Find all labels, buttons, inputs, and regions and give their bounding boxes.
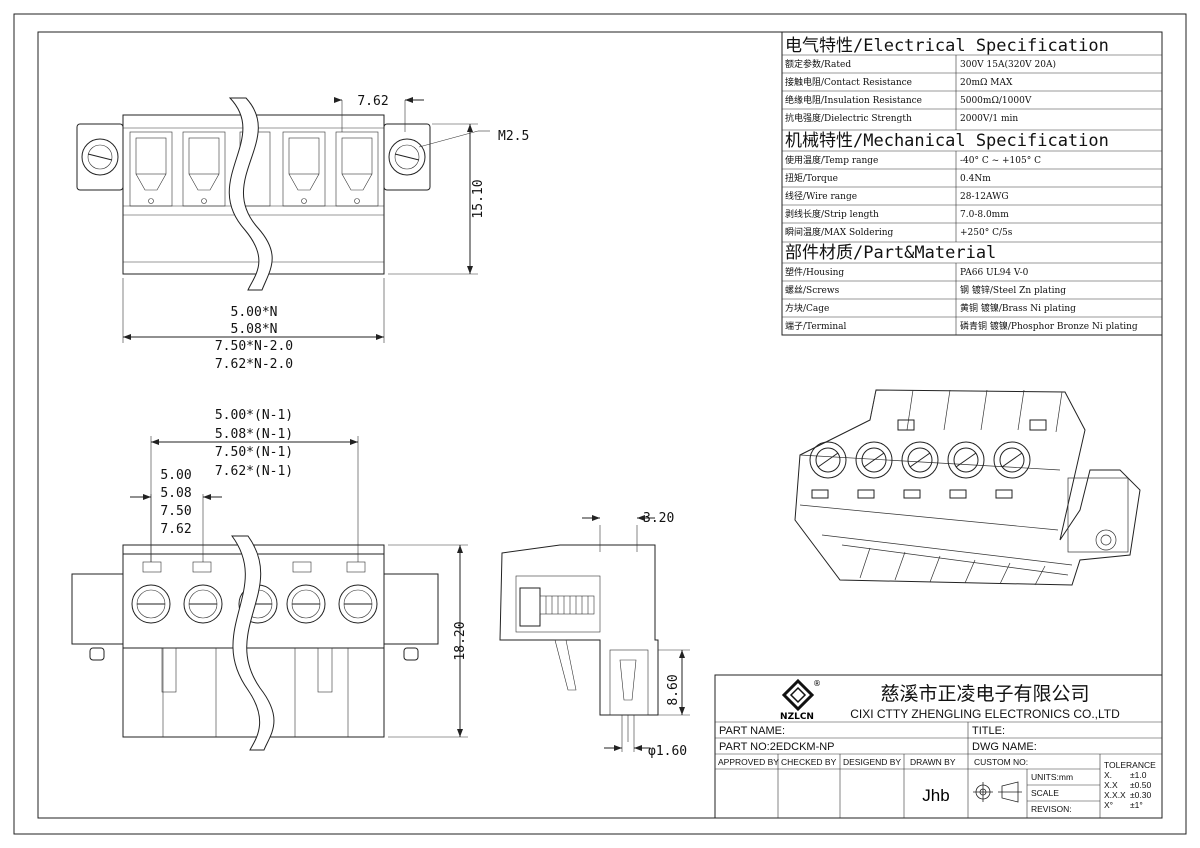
part-no-label: PART NO:2EDCKM-NP <box>719 741 835 753</box>
spec-value: 0.4Nm <box>960 174 991 184</box>
custom-no-label: CUSTOM NO: <box>974 757 1028 767</box>
company-en: CIXI CTTY ZHENGLING ELECTRONICS CO.,LTD <box>850 707 1120 721</box>
dwg-name-label: DWG NAME: <box>972 741 1037 753</box>
tol-value: ±1.0 <box>1130 770 1147 780</box>
spec-label: 接触电阻/Contact Resistance <box>785 76 912 88</box>
spec-value: PA66 UL94 V-0 <box>960 268 1029 278</box>
tol-key: X° <box>1104 800 1113 810</box>
dim-width-4: 7.62*N-2.0 <box>215 357 293 372</box>
spec-value: 2000V/1 min <box>960 114 1018 124</box>
nzlcn-logo: ® NZLCN <box>780 678 821 722</box>
dim-width-2: 5.08*N <box>231 322 278 337</box>
spec-value: 28-12AWG <box>960 192 1009 202</box>
electrical-heading: 电气特性/Electrical Specification <box>785 36 1109 56</box>
checked-by-label: CHECKED BY <box>781 757 837 767</box>
dim-pitch-4: 7.62 <box>160 522 191 537</box>
units-label: UNITS:mm <box>1031 772 1073 782</box>
approved-by-label: APPROVED BY <box>718 757 779 767</box>
spec-label: 扭矩/Torque <box>785 172 838 184</box>
dim-width-3: 7.50*N-2.0 <box>215 339 293 354</box>
spec-value: 300V 15A(320V 20A) <box>960 59 1056 70</box>
logo-text: NZLCN <box>780 712 814 722</box>
projection-symbol <box>973 781 1022 803</box>
dim-side-pin: 8.60 <box>666 674 681 705</box>
spec-label: 剥线长度/Strip length <box>785 208 879 220</box>
tol-value: ±1° <box>1130 800 1143 810</box>
spec-value: +250° C/5s <box>960 228 1013 238</box>
front-view: 5.00*(N-1) 5.08*(N-1) 7.50*(N-1) 7.62*(N… <box>71 408 468 751</box>
dim-screw: M2.5 <box>498 129 529 144</box>
spec-value: 磷青铜 镀镍/Phosphor Bronze Ni plating <box>960 320 1138 332</box>
title-block: ® NZLCN 慈溪市正凌电子有限公司 CIXI CTTY ZHENGLING … <box>714 674 1163 819</box>
spec-value: 20mΩ MAX <box>960 78 1013 88</box>
spec-label: 绝缘电阻/Insulation Resistance <box>785 94 922 106</box>
drawn-by-value: Jhb <box>922 786 949 805</box>
tol-value: ±0.50 <box>1130 780 1151 790</box>
dim-top-height: 15.10 <box>471 179 486 218</box>
spec-table: 电气特性/Electrical Specification 额定参数/Rated… <box>781 31 1163 336</box>
dim-span-2: 5.08*(N-1) <box>215 427 293 442</box>
spec-value: 7.0-8.0mm <box>960 210 1009 220</box>
outer-border <box>13 13 1187 835</box>
spec-value: 5000mΩ/1000V <box>960 96 1032 106</box>
spec-label: 抗电强度/Dielectric Strength <box>785 112 912 124</box>
dim-top-pitch: 7.62 <box>357 94 388 109</box>
dim-side-top: 3.20 <box>643 511 674 526</box>
designed-by-label: DESIGEND BY <box>843 757 901 767</box>
tol-key: X.X <box>1104 780 1118 790</box>
dim-pitch-1: 5.00 <box>160 468 191 483</box>
svg-text:®: ® <box>813 679 821 688</box>
spec-value: 钢 镀锌/Steel Zn plating <box>960 284 1066 296</box>
tolerance-label: TOLERANCE <box>1104 760 1156 770</box>
dim-span-3: 7.50*(N-1) <box>215 445 293 460</box>
tol-key: X.X.X <box>1104 790 1126 800</box>
dim-width-1: 5.00*N <box>231 305 278 320</box>
spec-label: 瞬间温度/MAX Soldering <box>785 226 894 238</box>
scale-label: SCALE <box>1031 788 1059 798</box>
spec-label: 端子/Terminal <box>785 320 847 332</box>
spec-label: 线径/Wire range <box>785 190 857 202</box>
isometric-view <box>794 389 1141 586</box>
dim-span-4: 7.62*(N-1) <box>215 464 293 479</box>
dim-pitch-3: 7.50 <box>160 504 191 519</box>
spec-label: 塑件/Housing <box>785 266 844 278</box>
spec-label: 使用温度/Temp range <box>785 154 878 166</box>
material-heading: 部件材质/Part&Material <box>785 243 996 263</box>
part-name-label: PART NAME: <box>719 725 785 737</box>
drawn-by-label: DRAWN BY <box>910 757 956 767</box>
title-label: TITLE: <box>972 725 1005 737</box>
tol-value: ±0.30 <box>1130 790 1151 800</box>
side-view: 3.20 8.60 φ1.60 <box>499 511 690 759</box>
spec-value: -40° C ~ +105° C <box>960 156 1041 166</box>
mechanical-heading: 机械特性/Mechanical Specification <box>785 131 1109 151</box>
revison-label: REVISON: <box>1031 804 1072 814</box>
spec-label: 方块/Cage <box>785 302 829 314</box>
spec-label: 额定参数/Rated <box>785 58 851 70</box>
dim-pin-dia: φ1.60 <box>648 744 687 759</box>
dim-span-1: 5.00*(N-1) <box>215 408 293 423</box>
company-cn: 慈溪市正凌电子有限公司 <box>880 683 1089 705</box>
spec-label: 螺丝/Screws <box>785 284 840 296</box>
tol-key: X. <box>1104 770 1112 780</box>
dim-front-height: 18.20 <box>453 621 468 660</box>
dim-pitch-2: 5.08 <box>160 486 191 501</box>
inner-border <box>37 31 1163 819</box>
spec-value: 黄铜 镀镍/Brass Ni plating <box>960 302 1076 314</box>
top-view: 7.62 M2.5 15.10 5.00*N 5.08*N 7.50*N-2.0… <box>76 94 529 372</box>
